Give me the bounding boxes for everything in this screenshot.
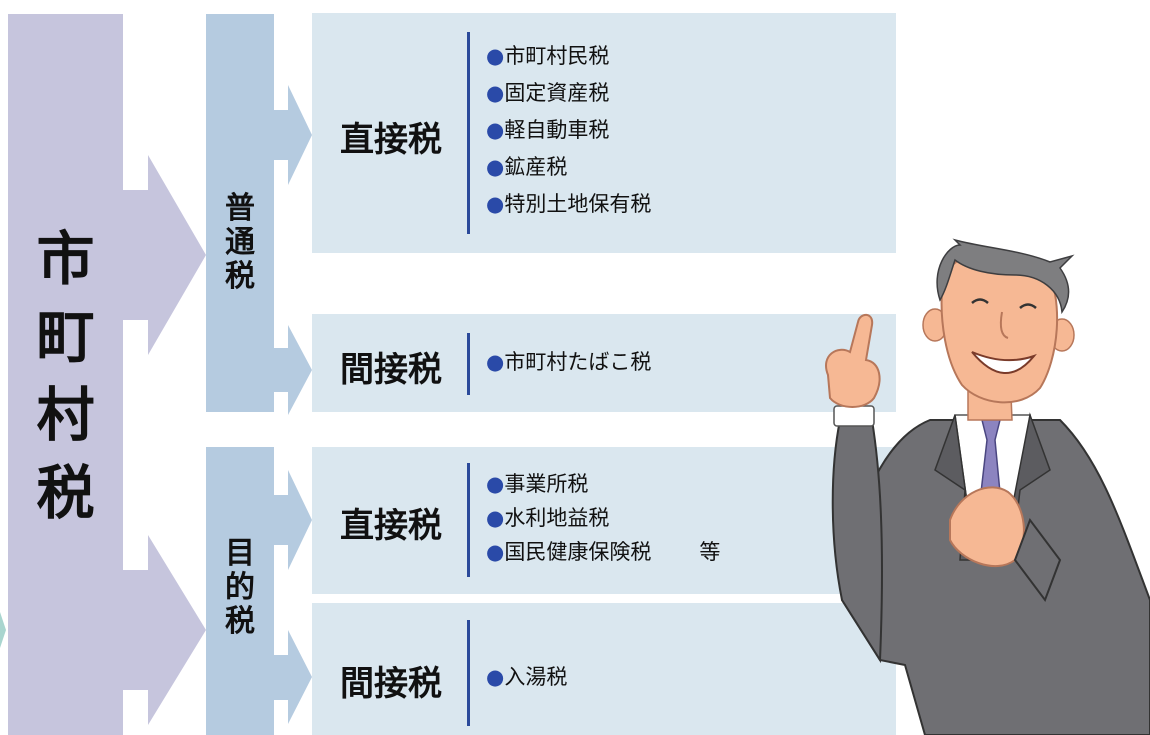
bullet-icon: ● (486, 44, 505, 68)
item-text: 事業所税 (504, 472, 589, 496)
tax-item-list: ●市町村民税 ●固定資産税 ●軽自動車税 ●鉱産税 ●特別土地保有税 (486, 38, 651, 223)
sub-title-char: 普 (225, 191, 255, 226)
divider-line (467, 32, 470, 234)
list-item: ●事業所税 (486, 467, 720, 501)
divider-line (467, 620, 470, 726)
sub-title-purpose: 目 的 税 (206, 537, 274, 639)
tax-item-list: ●市町村たばこ税 (486, 344, 651, 381)
tax-item-list: ●入湯税 (486, 659, 567, 696)
box-general-indirect (312, 314, 896, 412)
divider-line (467, 463, 470, 577)
item-text: 固定資産税 (504, 81, 610, 105)
sub-arrow-2 (274, 325, 312, 415)
bullet-icon: ● (486, 506, 505, 530)
etc-note: 等 (699, 540, 721, 564)
bullet-icon: ● (486, 81, 505, 105)
list-item: ●軽自動車税 (486, 112, 651, 149)
sub-title-general: 普 通 税 (206, 192, 274, 294)
bullet-icon: ● (486, 472, 505, 496)
bullet-icon: ● (486, 155, 505, 179)
item-text: 市町村民税 (504, 44, 610, 68)
sub-column-general (206, 14, 274, 412)
sub-title-char: 的 (225, 570, 255, 605)
list-item: ●入湯税 (486, 659, 567, 696)
item-text: 軽自動車税 (504, 118, 610, 142)
sub-arrow-3 (274, 470, 312, 570)
category-label: 間接税 (340, 664, 442, 704)
list-item: ●鉱産税 (486, 149, 651, 186)
category-label: 直接税 (340, 506, 442, 546)
item-text: 国民健康保険税 (504, 540, 652, 564)
sub-title-char: 通 (225, 225, 255, 260)
item-text: 特別土地保有税 (504, 192, 652, 216)
tax-item-list: ●事業所税 ●水利地益税 ●国民健康保険税等 (486, 467, 720, 569)
list-item: ●国民健康保険税 等 (486, 535, 720, 569)
bullet-icon: ● (486, 192, 505, 216)
list-item: ●特別土地保有税 (486, 186, 651, 223)
box-general-direct (312, 13, 896, 253)
main-title-char: 税 (36, 459, 95, 527)
sub-title-char: 税 (225, 259, 255, 294)
bullet-icon: ● (486, 350, 505, 374)
main-column (8, 14, 123, 735)
list-item: ●水利地益税 (486, 501, 720, 535)
category-label: 間接税 (340, 350, 442, 390)
list-item: ●市町村たばこ税 (486, 344, 651, 381)
bullet-icon: ● (486, 540, 505, 564)
left-edge-arrow (0, 612, 6, 648)
main-title: 市 町 村 税 (8, 220, 123, 532)
sub-title-char: 税 (225, 604, 255, 639)
box-purpose-direct (312, 447, 896, 594)
sub-arrow-4 (274, 630, 312, 724)
item-text: 入湯税 (504, 665, 568, 689)
bullet-icon: ● (486, 118, 505, 142)
sub-title-char: 目 (225, 536, 255, 571)
box-purpose-indirect (312, 603, 896, 735)
divider-line (467, 333, 470, 395)
list-item: ●固定資産税 (486, 75, 651, 112)
sub-column-purpose (206, 447, 274, 735)
main-title-char: 町 (36, 303, 95, 371)
main-arrow-lower (123, 535, 206, 725)
main-arrow-upper (123, 155, 206, 355)
main-title-char: 村 (36, 381, 95, 449)
bullet-icon: ● (486, 665, 505, 689)
list-item: ●市町村民税 (486, 38, 651, 75)
sub-arrow-1 (274, 85, 312, 185)
category-label: 直接税 (340, 120, 442, 160)
item-text: 市町村たばこ税 (504, 350, 652, 374)
item-text: 水利地益税 (504, 506, 610, 530)
main-title-char: 市 (36, 225, 95, 293)
item-text: 鉱産税 (504, 155, 568, 179)
